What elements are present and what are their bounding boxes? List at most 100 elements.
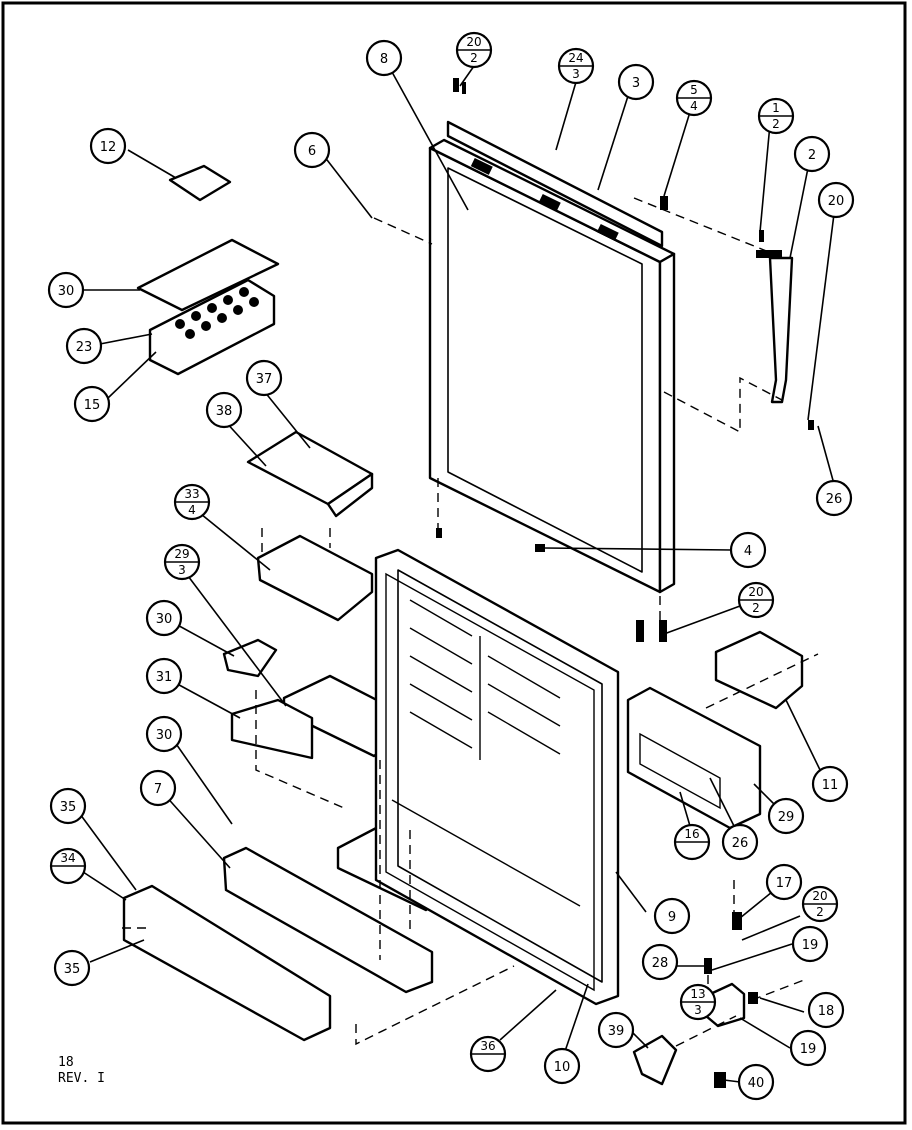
svg-text:2: 2 [772, 117, 780, 131]
svg-text:39: 39 [608, 1024, 625, 1039]
callout-34: 35 [53, 949, 91, 987]
callout-13-3: 13 3 [679, 983, 717, 1021]
svg-text:35: 35 [60, 800, 77, 815]
callout-6: 6 [293, 131, 331, 169]
callout-2: 2 [793, 135, 831, 173]
svg-text:15: 15 [84, 398, 101, 413]
callout-20-2-hinge: 20 2 [801, 885, 839, 923]
callout-40: 40 [737, 1063, 775, 1101]
callout-20-2-top: 20 2 [455, 31, 493, 69]
svg-text:12: 12 [100, 140, 117, 155]
callout-31: 31 [145, 657, 183, 695]
svg-text:18: 18 [818, 1004, 835, 1019]
callout-21: 23 [65, 327, 103, 365]
callout-33-3: 33 4 [173, 483, 211, 521]
door-frame [428, 120, 676, 594]
revision-label: REV. I [58, 1071, 105, 1086]
callout-26: 26 [721, 823, 759, 861]
svg-text:1: 1 [772, 101, 780, 115]
callout-29: 29 [767, 797, 805, 835]
callout-39: 39 [597, 1011, 635, 1049]
callout-9: 9 [653, 897, 691, 935]
svg-text:20: 20 [748, 585, 763, 599]
svg-text:10: 10 [554, 1060, 571, 1075]
callout-10: 10 [543, 1047, 581, 1085]
callout-4: 4 [729, 531, 767, 569]
ice-compartment-parts [136, 164, 280, 376]
callout-35: 35 [49, 787, 87, 825]
svg-text:5: 5 [690, 83, 698, 97]
svg-text:34: 34 [60, 851, 75, 865]
svg-text:20: 20 [466, 35, 481, 49]
svg-text:2: 2 [808, 148, 816, 163]
crisper-assembly [626, 630, 804, 830]
callout-5-4: 5 4 [675, 79, 713, 117]
callout-28: 28 [641, 943, 679, 981]
callout-7: 7 [139, 769, 177, 807]
svg-text:19: 19 [802, 938, 819, 953]
svg-text:19: 19 [800, 1042, 817, 1057]
assembly-lines [118, 197, 819, 1047]
svg-text:7: 7 [154, 782, 162, 797]
callout-14-2: 16 [673, 823, 711, 861]
callout-29-3: 29 3 [163, 543, 201, 581]
svg-text:9: 9 [668, 910, 676, 925]
callout-11: 11 [811, 765, 849, 803]
callout-22: 30 [47, 271, 85, 309]
svg-text:23: 23 [76, 340, 93, 355]
svg-text:30: 30 [156, 728, 173, 743]
leader-lines [79, 65, 835, 1083]
svg-text:20: 20 [828, 194, 845, 209]
svg-text:37: 37 [256, 372, 273, 387]
svg-text:26: 26 [826, 492, 843, 507]
svg-text:33: 33 [184, 487, 199, 501]
svg-text:17: 17 [776, 876, 793, 891]
svg-text:29: 29 [778, 810, 795, 825]
svg-text:13: 13 [690, 987, 705, 1001]
svg-text:36: 36 [480, 1039, 495, 1053]
svg-text:35: 35 [64, 962, 81, 977]
svg-text:24: 24 [568, 51, 583, 65]
svg-text:3: 3 [178, 563, 186, 577]
svg-text:31: 31 [156, 670, 173, 685]
callout-16: 17 [765, 863, 803, 901]
svg-text:26: 26 [732, 836, 749, 851]
svg-text:29: 29 [174, 547, 189, 561]
callout-3: 3 [617, 63, 655, 101]
callout-20-2-mid: 20 2 [737, 581, 775, 619]
callout-36: 37 [245, 359, 283, 397]
callout-37: 38 [205, 391, 243, 429]
door-liner-gasket [374, 548, 620, 1006]
callout-38-36: 36 [469, 1035, 507, 1073]
svg-text:2: 2 [816, 905, 824, 919]
svg-text:4: 4 [744, 544, 752, 559]
callout-12: 12 [89, 127, 127, 165]
svg-text:4: 4 [188, 503, 196, 517]
svg-text:6: 6 [308, 144, 316, 159]
hinge-parts [632, 912, 758, 1088]
callout-33-4: 34 [49, 847, 87, 885]
callout-23: 26 [815, 479, 853, 517]
svg-text:2: 2 [470, 51, 478, 65]
callout-20: 20 [817, 181, 855, 219]
callout-8: 8 [365, 39, 403, 77]
callout-1-2: 1 2 [757, 97, 795, 135]
callout-30-lower: 30 [145, 715, 183, 753]
callout-24-3: 24 3 [557, 47, 595, 85]
svg-text:8: 8 [380, 52, 388, 67]
svg-text:30: 30 [156, 612, 173, 627]
drawing-number: 18 [58, 1055, 74, 1070]
svg-text:3: 3 [632, 76, 640, 91]
svg-text:3: 3 [694, 1003, 702, 1017]
svg-text:38: 38 [216, 404, 233, 419]
callout-15: 15 [73, 385, 111, 423]
svg-text:20: 20 [812, 889, 827, 903]
callout-18: 19 [789, 1029, 827, 1067]
svg-text:30: 30 [58, 284, 75, 299]
svg-text:11: 11 [822, 778, 839, 793]
butter-door [246, 430, 374, 518]
callout-17: 18 [807, 991, 845, 1029]
svg-text:3: 3 [572, 67, 580, 81]
